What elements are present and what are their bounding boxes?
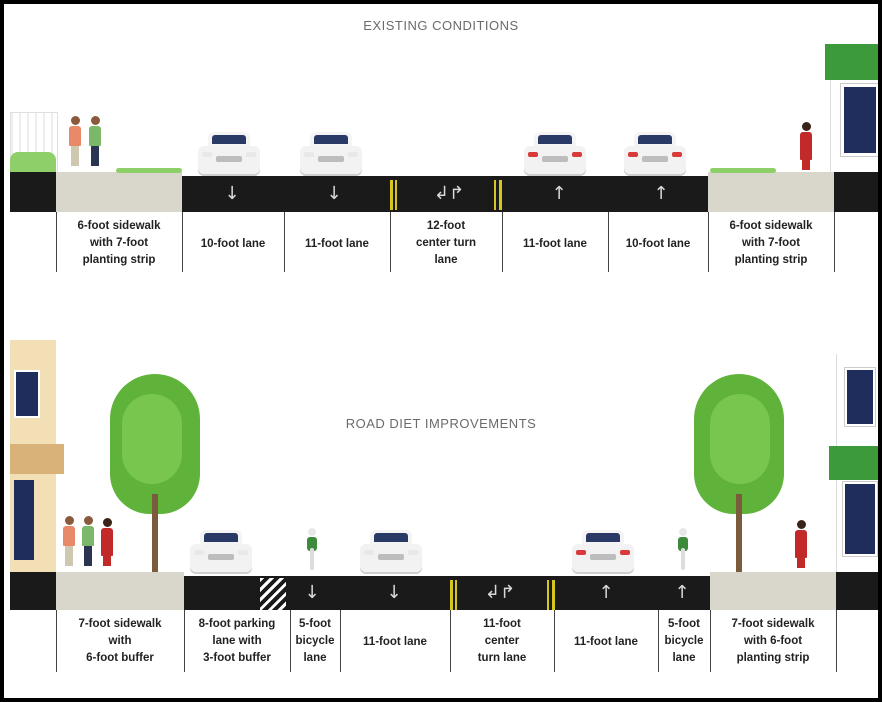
window (14, 370, 40, 418)
yellow-line (455, 580, 457, 610)
existing-title: EXISTING CONDITIONS (363, 18, 519, 33)
tree-icon (694, 374, 784, 574)
label-improved-lane-1: 11-foot lane (363, 636, 427, 648)
pedestrian (68, 116, 82, 166)
label-improved-bike-right: 5-foot bicycle lane (664, 618, 704, 664)
planting-strip-left (116, 168, 182, 173)
right-curb-bottom (836, 572, 878, 610)
left-building (10, 340, 64, 572)
diagram-frame: EXISTING CONDITIONS ↓ ↓ ↲↱ ↑ ↑ 6-foot si… (4, 4, 878, 698)
label-existing-center: 12-foot center turn lane (415, 220, 477, 266)
tree-icon (110, 374, 200, 574)
yellow-line (499, 180, 502, 210)
label-improved-bike-left: 5-foot bicycle lane (295, 618, 335, 664)
label-divider (836, 610, 837, 672)
label-divider (340, 610, 341, 672)
down-arrow-icon: ↓ (386, 582, 402, 603)
pedestrian (100, 518, 114, 566)
yellow-line (547, 580, 549, 610)
label-existing-left-sidewalk: 6-foot sidewalk with 7-foot planting str… (77, 220, 161, 266)
window (845, 368, 875, 426)
car-front (300, 132, 362, 178)
awning (829, 446, 878, 480)
awning (10, 444, 64, 474)
road-existing (182, 176, 708, 212)
label-divider (390, 212, 391, 272)
yellow-line (395, 180, 397, 210)
label-divider (658, 610, 659, 672)
pedestrian (799, 122, 813, 170)
bicycle-icon (303, 528, 321, 572)
label-divider (184, 610, 185, 672)
left-shrubs (10, 152, 56, 172)
turn-arrows-icon: ↲↱ (484, 582, 516, 603)
label-divider (502, 212, 503, 272)
down-arrow-icon: ↓ (224, 183, 240, 204)
car-rear (624, 132, 686, 178)
buffer-hatch (260, 578, 286, 610)
label-divider (56, 212, 57, 272)
label-improved-right-sidewalk: 7-foot sidewalk with 6-foot planting str… (731, 618, 815, 664)
car-rear (524, 132, 586, 178)
planting-strip-right (710, 168, 776, 173)
yellow-line (450, 580, 453, 610)
label-divider (450, 610, 451, 672)
car-front (198, 132, 260, 178)
label-divider (182, 212, 183, 272)
label-existing-lane-4: 10-foot lane (625, 238, 691, 250)
bicycle-icon (674, 528, 692, 572)
down-arrow-icon: ↓ (304, 582, 320, 603)
right-sidewalk-bottom (710, 572, 836, 610)
label-divider (834, 212, 835, 272)
car-rear (572, 530, 634, 576)
pedestrian (62, 516, 76, 566)
label-existing-lane-2: 11-foot lane (305, 238, 369, 250)
label-divider (708, 212, 709, 272)
yellow-line (494, 180, 496, 210)
label-divider (710, 610, 711, 672)
label-divider (56, 610, 57, 672)
label-divider (554, 610, 555, 672)
left-sidewalk-bottom (56, 572, 184, 610)
up-arrow-icon: ↑ (674, 582, 690, 603)
right-curb-top (834, 172, 878, 212)
window (843, 482, 877, 556)
yellow-line (390, 180, 393, 210)
left-curb-bottom (10, 572, 56, 610)
label-improved-lane-2: 11-foot lane (574, 636, 638, 648)
label-divider (290, 610, 291, 672)
right-building-top (825, 44, 878, 174)
label-divider (608, 212, 609, 272)
up-arrow-icon: ↑ (653, 183, 669, 204)
yellow-line (552, 580, 555, 610)
car-front (190, 530, 252, 576)
label-existing-right-sidewalk: 6-foot sidewalk with 7-foot planting str… (729, 220, 813, 266)
label-divider (284, 212, 285, 272)
turn-arrows-icon: ↲↱ (433, 183, 465, 204)
pedestrian (81, 516, 95, 566)
down-arrow-icon: ↓ (326, 183, 342, 204)
label-improved-parking: 8-foot parking lane with 3-foot buffer (198, 618, 276, 664)
up-arrow-icon: ↑ (598, 582, 614, 603)
improved-title: ROAD DIET IMPROVEMENTS (345, 416, 537, 431)
label-existing-lane-3: 11-foot lane (523, 238, 587, 250)
left-curb-top (10, 172, 56, 212)
pedestrian (794, 520, 808, 568)
label-improved-left-sidewalk: 7-foot sidewalk with 6-foot buffer (78, 618, 162, 664)
awning (825, 44, 878, 80)
label-improved-center: 11-foot center turn lane (477, 618, 527, 664)
window (841, 84, 878, 156)
car-front (360, 530, 422, 576)
up-arrow-icon: ↑ (551, 183, 567, 204)
right-building-bottom (829, 354, 878, 572)
label-existing-lane-1: 10-foot lane (200, 238, 266, 250)
right-sidewalk-top (708, 172, 834, 212)
pedestrian (88, 116, 102, 166)
left-sidewalk-top (56, 172, 182, 212)
door (14, 480, 34, 560)
